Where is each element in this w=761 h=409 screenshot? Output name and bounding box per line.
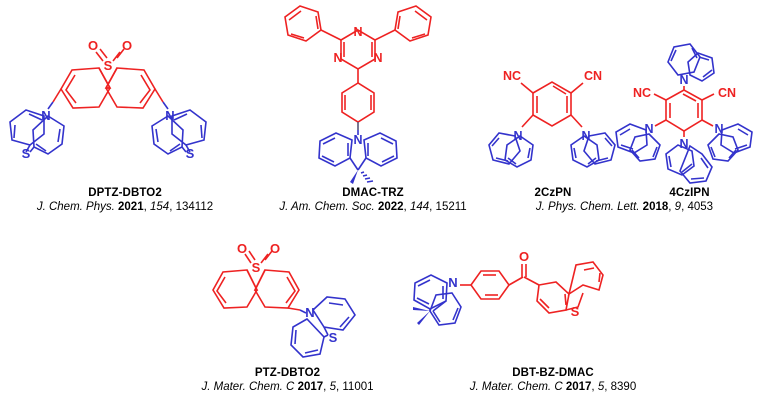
- citation-pages: 4053: [687, 201, 714, 213]
- atom-label-n: N: [353, 133, 362, 147]
- citation-year: 2018: [642, 201, 669, 213]
- atom-label-s: S: [22, 146, 31, 161]
- atom-label-nc: NC: [633, 86, 651, 100]
- caption-names-czpn-pair: 2CzPN 4CzIPN: [488, 186, 761, 200]
- caption-dbt-bz-dmac: DBT-BZ-DMAC J. Mater. Chem. C 2017, 5, 8…: [418, 366, 688, 395]
- atom-label-o: O: [88, 38, 98, 53]
- methyl-wedge-bond-2: [417, 311, 430, 325]
- citation-dbt-bz-dmac: J. Mater. Chem. C 2017, 5, 8390: [469, 381, 637, 393]
- atom-label-n: N: [513, 129, 522, 143]
- molecule-ptz-dbto2: S O O N S: [183, 237, 378, 367]
- atom-label-n: N: [165, 108, 174, 123]
- citation-volume: 5: [597, 381, 605, 393]
- citation-journal: J. Mater. Chem. C: [469, 381, 563, 393]
- citation-journal: J. Mater. Chem. C: [201, 381, 295, 393]
- atom-label-o: O: [237, 241, 247, 256]
- methyl-wedge-bond: [350, 170, 358, 184]
- atom-label-cn: CN: [718, 86, 736, 100]
- molecule-2czpn: NC CN N N: [487, 57, 617, 192]
- molecule-name-2czpn: 2CzPN: [534, 187, 572, 199]
- atom-label-n: N: [41, 108, 50, 123]
- 4czipn-structure: N NC CN N: [615, 43, 753, 184]
- citation-journal: J. Chem. Phys.: [36, 201, 115, 213]
- citation-pages: 11001: [342, 381, 374, 393]
- molecule-name-ptz-dbto2: PTZ-DBTO2: [254, 367, 321, 379]
- caption-ptz-dbto2: PTZ-DBTO2 J. Mater. Chem. C 2017, 5, 110…: [165, 366, 410, 395]
- atom-label-o: O: [270, 241, 280, 256]
- molecule-name-4czipn: 4CzIPN: [669, 187, 710, 199]
- atom-label-n: N: [333, 51, 342, 65]
- caption-dptz-dbto2: DPTZ-DBTO2 J. Chem. Phys. 2021, 154, 134…: [0, 186, 250, 215]
- citation-dptz-dbto2: J. Chem. Phys. 2021, 154, 134112: [36, 201, 214, 213]
- atom-label-s: S: [252, 260, 261, 275]
- atom-label-n: N: [448, 275, 457, 290]
- molecule-dmac-trz: N N N N: [258, 0, 488, 190]
- dmac-trz-structure: N N N N: [284, 5, 432, 184]
- citation-dmac-trz: J. Am. Chem. Soc. 2022, 144, 15211: [279, 201, 467, 213]
- methyl-hash-bond: [360, 171, 374, 183]
- citation-volume: 144: [409, 201, 430, 213]
- atom-label-n: N: [373, 51, 382, 65]
- molecule-name-dmac-trz: DMAC-TRZ: [342, 187, 404, 199]
- citation-journal: J. Phys. Chem. Lett.: [535, 201, 640, 213]
- atom-label-n: N: [714, 122, 723, 136]
- citation-volume: 154: [150, 201, 170, 213]
- atom-label-n: N: [581, 129, 590, 143]
- atom-label-s: S: [571, 304, 580, 319]
- molecule-name-dptz-dbto2: DPTZ-DBTO2: [88, 187, 162, 199]
- molecule-dptz-dbto2: S O O N S: [0, 30, 250, 190]
- atom-label-s: S: [329, 330, 338, 345]
- atom-label-nc: NC: [503, 69, 521, 83]
- atom-label-s: S: [186, 146, 195, 161]
- citation-year: 2017: [297, 381, 324, 393]
- citation-ptz-dbto2: J. Mater. Chem. C 2017, 5, 11001: [201, 381, 374, 393]
- citation-pages: 15211: [435, 201, 467, 213]
- atom-label-n: N: [679, 73, 688, 87]
- citation-pages: 134112: [175, 201, 214, 213]
- citation-volume: 5: [329, 381, 336, 393]
- citation-year: 2021: [118, 201, 144, 213]
- methyl-wedge-bond: [413, 307, 430, 311]
- molecule-4czipn: N NC CN N: [608, 12, 761, 192]
- citation-pages: 8390: [610, 381, 637, 393]
- ptz-dbto2-structure: S O O N S: [212, 241, 356, 358]
- atom-label-n: N: [305, 305, 314, 320]
- 2czpn-structure: NC CN N N: [488, 69, 616, 168]
- caption-citation-czpn-pair: J. Phys. Chem. Lett. 2018, 9, 4053: [488, 200, 761, 215]
- atom-label-s: S: [104, 58, 113, 73]
- molecule-dbt-bz-dmac: N O S: [403, 237, 643, 367]
- atom-label-o: O: [519, 249, 529, 264]
- dptz-dbto2-structure: S O O N S: [9, 38, 207, 161]
- citation-journal: J. Am. Chem. Soc.: [279, 201, 375, 213]
- atom-label-n: N: [679, 137, 688, 151]
- atom-label-n: N: [644, 122, 653, 136]
- citation-czpn-pair: J. Phys. Chem. Lett. 2018, 9, 4053: [535, 201, 714, 213]
- molecule-name-dbt-bz-dmac: DBT-BZ-DMAC: [512, 367, 594, 379]
- dbt-bz-dmac-structure: N O S: [413, 249, 604, 326]
- atom-label-o: O: [122, 38, 132, 53]
- citation-year: 2022: [377, 201, 404, 213]
- atom-label-n: N: [353, 25, 362, 39]
- atom-label-cn: CN: [584, 69, 602, 83]
- citation-year: 2017: [565, 381, 592, 393]
- citation-volume: 9: [674, 201, 682, 213]
- caption-dmac-trz: DMAC-TRZ J. Am. Chem. Soc. 2022, 144, 15…: [248, 186, 498, 215]
